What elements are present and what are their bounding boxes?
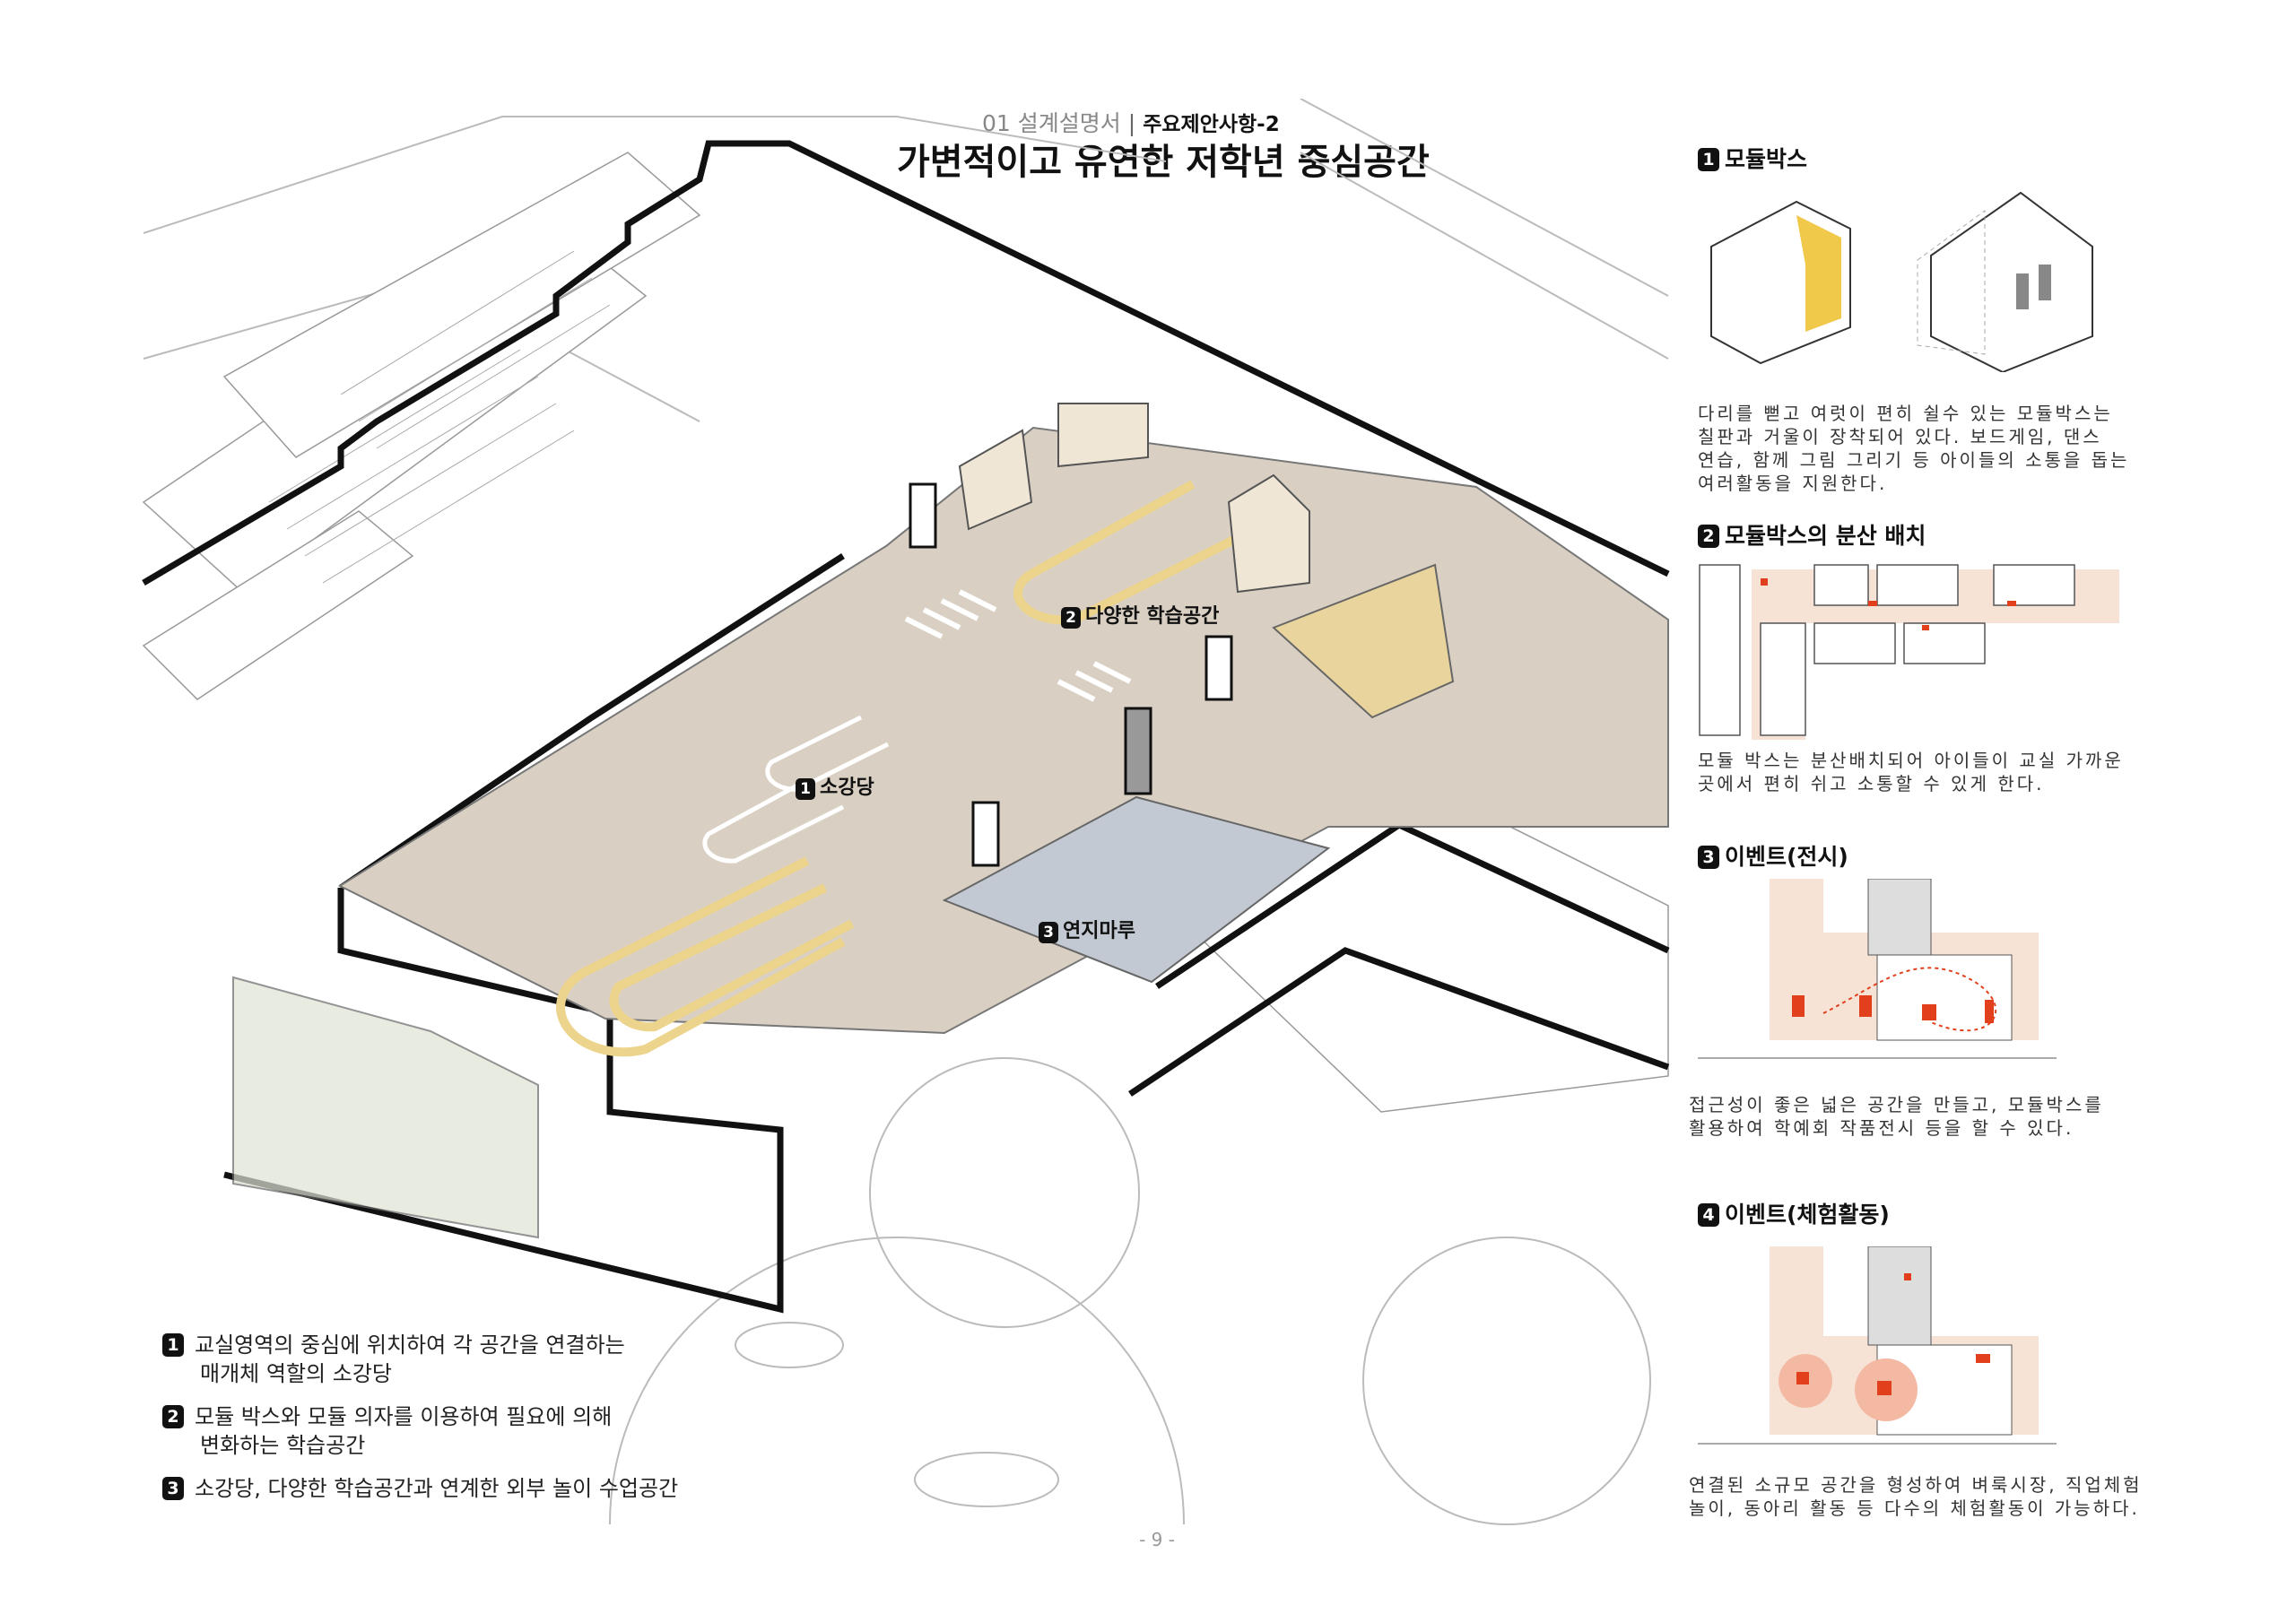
- desk-grid: [268, 250, 611, 584]
- white-tracks: [702, 715, 890, 864]
- module-boxes: [958, 403, 1310, 594]
- columns: [909, 482, 1233, 867]
- exhibition-plan: [1698, 879, 2057, 1059]
- section-label: 01 설계설명서: [982, 110, 1121, 136]
- current-section: 주요제안사항-2: [1143, 113, 1280, 136]
- crosswalks: [904, 589, 1132, 702]
- axonometric-drawing: [142, 99, 1670, 1525]
- breadcrumb: 01 설계설명서| 주요제안사항-2: [982, 106, 1280, 138]
- background-context-lines: [143, 99, 1669, 1525]
- breadcrumb-separator: |: [1127, 110, 1136, 136]
- experience-plan: [1698, 1246, 2057, 1445]
- distribution-plan: [1699, 564, 2119, 740]
- page-number: - 9 -: [1139, 1529, 1175, 1550]
- walls: [142, 140, 1670, 1314]
- module-box-illustration: [1710, 191, 2093, 372]
- stair-atrium: [232, 563, 1455, 1239]
- corridor-floor: [337, 426, 1669, 1035]
- page-title: 가변적이고 유연한 저학년 중심공간: [897, 142, 1430, 183]
